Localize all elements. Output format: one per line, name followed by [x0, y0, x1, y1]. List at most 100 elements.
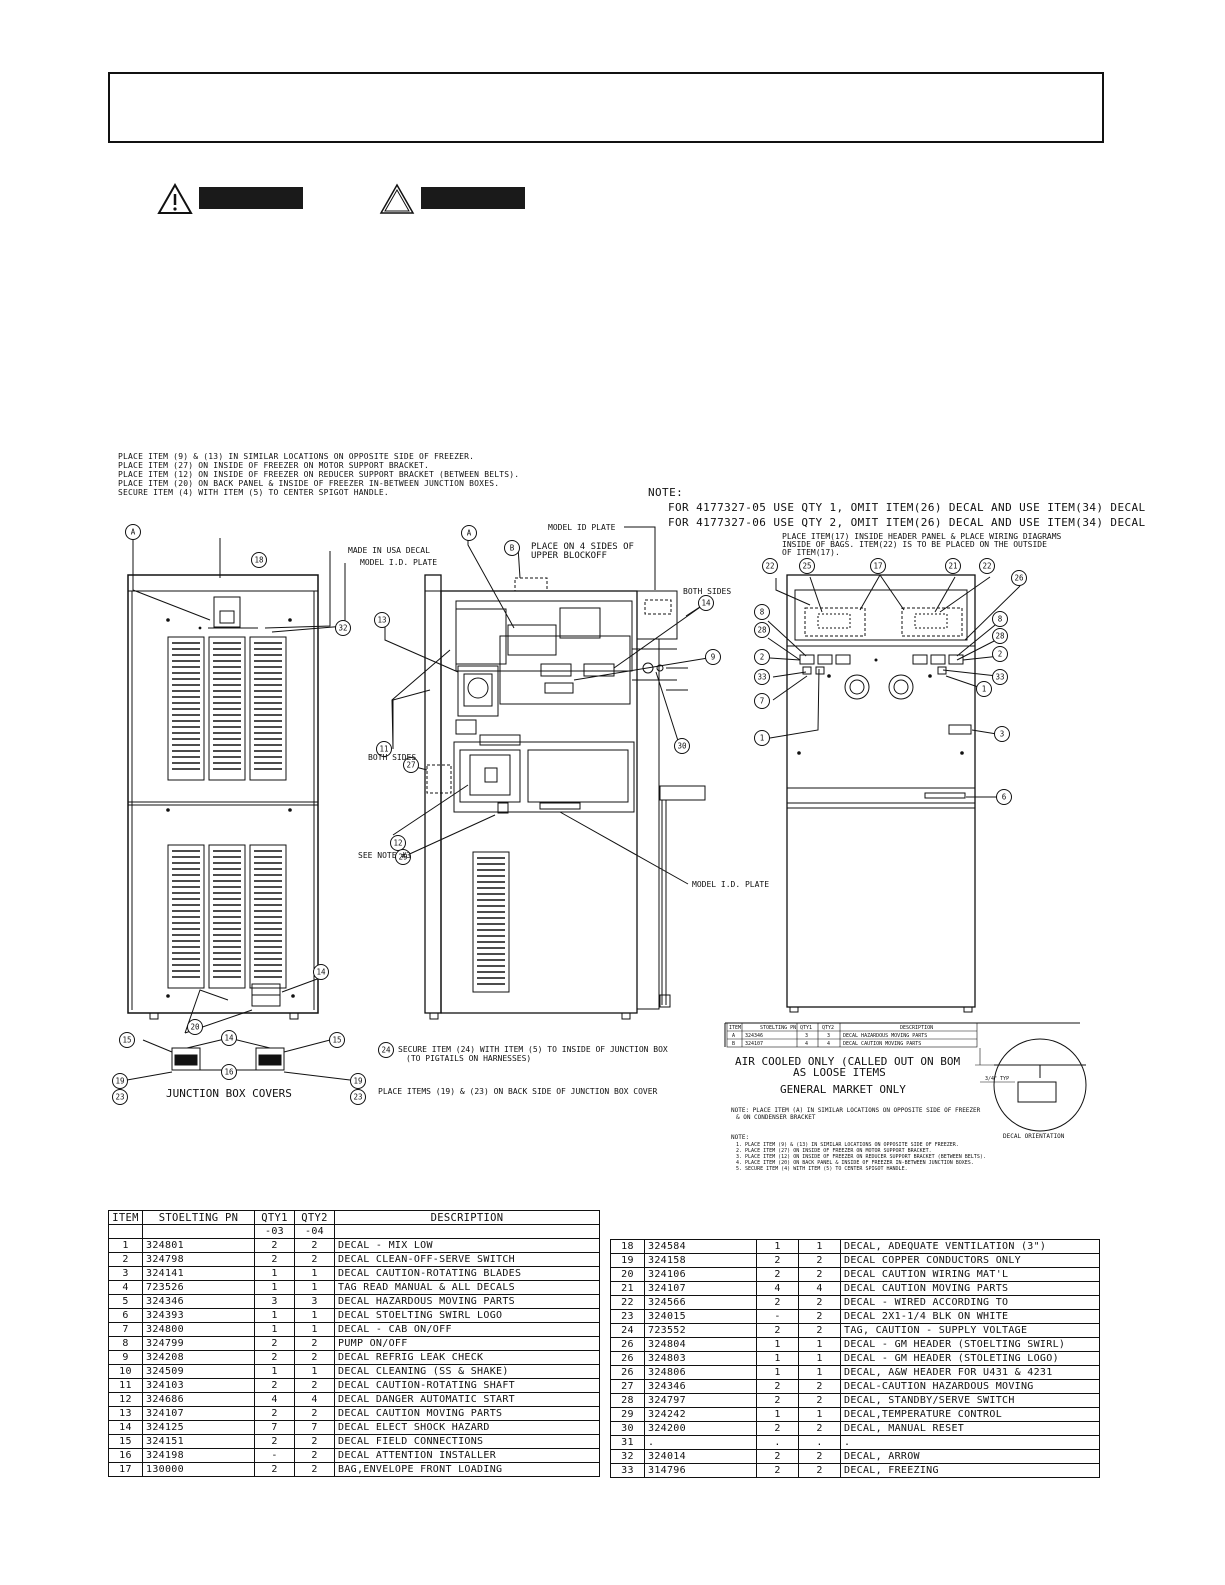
- pn-cell: 324803: [644, 1351, 757, 1366]
- pn-cell: 324200: [644, 1421, 757, 1436]
- qty1-cell: 4: [756, 1281, 799, 1296]
- note-line: PLACE ITEM (20) ON BACK PANEL & INSIDE O…: [118, 479, 500, 488]
- item-balloon: 30: [674, 738, 690, 754]
- qty2-cell: 2: [294, 1252, 335, 1267]
- mini-cell: 4: [827, 1041, 830, 1047]
- balloon-label: 6: [1002, 793, 1007, 802]
- item-cell: 5: [108, 1294, 143, 1309]
- label-note-line: 3. PLACE ITEM (12) ON INSIDE OF FREEZER …: [736, 1154, 986, 1160]
- qty1-cell: 1: [254, 1322, 295, 1337]
- balloon-label: 28: [757, 626, 767, 635]
- pn-cell: 324509: [142, 1364, 255, 1379]
- qty1-cell: 1: [254, 1266, 295, 1281]
- item-balloon: 8: [992, 611, 1008, 627]
- description-cell: DECAL FIELD CONNECTIONS: [334, 1434, 600, 1449]
- qty2-cell: 2: [294, 1238, 335, 1253]
- note-right: NOTE: FOR 4177327-05 USE QTY 1, OMIT ITE…: [648, 485, 1146, 530]
- balloon-label: 30: [677, 742, 687, 751]
- rear-view: [126, 532, 351, 1081]
- item-balloon: 27: [403, 757, 419, 773]
- item-balloon: 13: [374, 612, 390, 628]
- item-balloon: 29: [395, 849, 411, 865]
- balloon-label: 15: [122, 1036, 131, 1045]
- description-cell: DECAL CAUTION MOVING PARTS: [334, 1406, 600, 1421]
- description-cell: .: [840, 1435, 1100, 1450]
- description-cell: DECAL CAUTION-ROTATING SHAFT: [334, 1378, 600, 1393]
- item-cell: 31: [610, 1435, 645, 1450]
- balloon-label: 17: [873, 562, 882, 571]
- item-balloon: 8: [754, 604, 770, 620]
- item-cell: 13: [108, 1406, 143, 1421]
- qty2-cell: .: [798, 1435, 841, 1450]
- pn-cell: 324346: [644, 1379, 757, 1394]
- qty1-cell: 2: [756, 1267, 799, 1282]
- qty2-cell: 4: [798, 1281, 841, 1296]
- item-cell: 26: [610, 1365, 645, 1380]
- item-cell: 29: [610, 1407, 645, 1422]
- item-balloon: 9: [705, 649, 721, 665]
- balloon-label: 22: [765, 562, 774, 571]
- item-balloon: A: [461, 525, 477, 541]
- front-view: [767, 574, 1021, 1013]
- pn-cell: 324208: [142, 1350, 255, 1365]
- label-note-line: 2. PLACE ITEM (27) ON INSIDE OF FREEZER …: [736, 1148, 932, 1154]
- description-cell: DECAL, ARROW: [840, 1449, 1100, 1464]
- item-cell: 18: [610, 1239, 645, 1254]
- description-cell: DECAL, A&W HEADER FOR U431 & 4231: [840, 1365, 1100, 1380]
- balloon-label: 19: [115, 1077, 124, 1086]
- mini-parts-table: ITEM STOELTING PN QTY1 QTY2 DESCRIPTION …: [729, 1025, 933, 1047]
- label-general-market: GENERAL MARKET ONLY: [780, 1083, 906, 1096]
- balloon-label: 16: [224, 1068, 234, 1077]
- item-balloon: 21: [945, 558, 961, 574]
- qty1-cell: 1: [756, 1351, 799, 1366]
- description-cell: DECAL, FREEZING: [840, 1463, 1100, 1478]
- item-cell: 10: [108, 1364, 143, 1379]
- label-both-sides-left: BOTH SIDES: [368, 753, 416, 762]
- qty1-cell: -: [756, 1309, 799, 1324]
- item-cell: 26: [610, 1337, 645, 1352]
- balloon-label: 32: [338, 624, 347, 633]
- item-balloon: 11: [376, 741, 392, 757]
- item-cell: 28: [610, 1393, 645, 1408]
- item-cell: 8: [108, 1336, 143, 1351]
- col-header-qty1: QTY1: [254, 1210, 295, 1225]
- qty2-cell: 2: [798, 1421, 841, 1436]
- item-cell: 4: [108, 1280, 143, 1295]
- item-balloon: 23: [350, 1089, 366, 1105]
- balloon-label: 7: [760, 697, 765, 706]
- description-cell: DECAL COPPER CONDUCTORS ONLY: [840, 1253, 1100, 1268]
- balloon-label: 28: [995, 632, 1005, 641]
- pn-cell: 324125: [142, 1420, 255, 1435]
- qty1-cell: 1: [756, 1239, 799, 1254]
- warning-badge: [199, 187, 303, 209]
- label-dimension: 3/4" TYP: [985, 1076, 1009, 1082]
- item-cell: 12: [108, 1392, 143, 1407]
- qty2-cell: 1: [294, 1266, 335, 1281]
- description-cell: DECAL REFRIG LEAK CHECK: [334, 1350, 600, 1365]
- qty2-cell: 2: [798, 1253, 841, 1268]
- item-balloon: 18: [251, 552, 267, 568]
- pn-cell: 324106: [644, 1267, 757, 1282]
- item-cell: 27: [610, 1379, 645, 1394]
- table-row: 31....: [610, 1435, 1100, 1450]
- description-cell: DECAL, ADEQUATE VENTILATION (3"): [840, 1239, 1100, 1254]
- item-balloon: 25: [799, 558, 815, 574]
- item-cell: 21: [610, 1281, 645, 1296]
- note-line: PLACE ITEM (9) & (13) IN SIMILAR LOCATIO…: [118, 452, 475, 461]
- page-header-box: [108, 72, 1104, 143]
